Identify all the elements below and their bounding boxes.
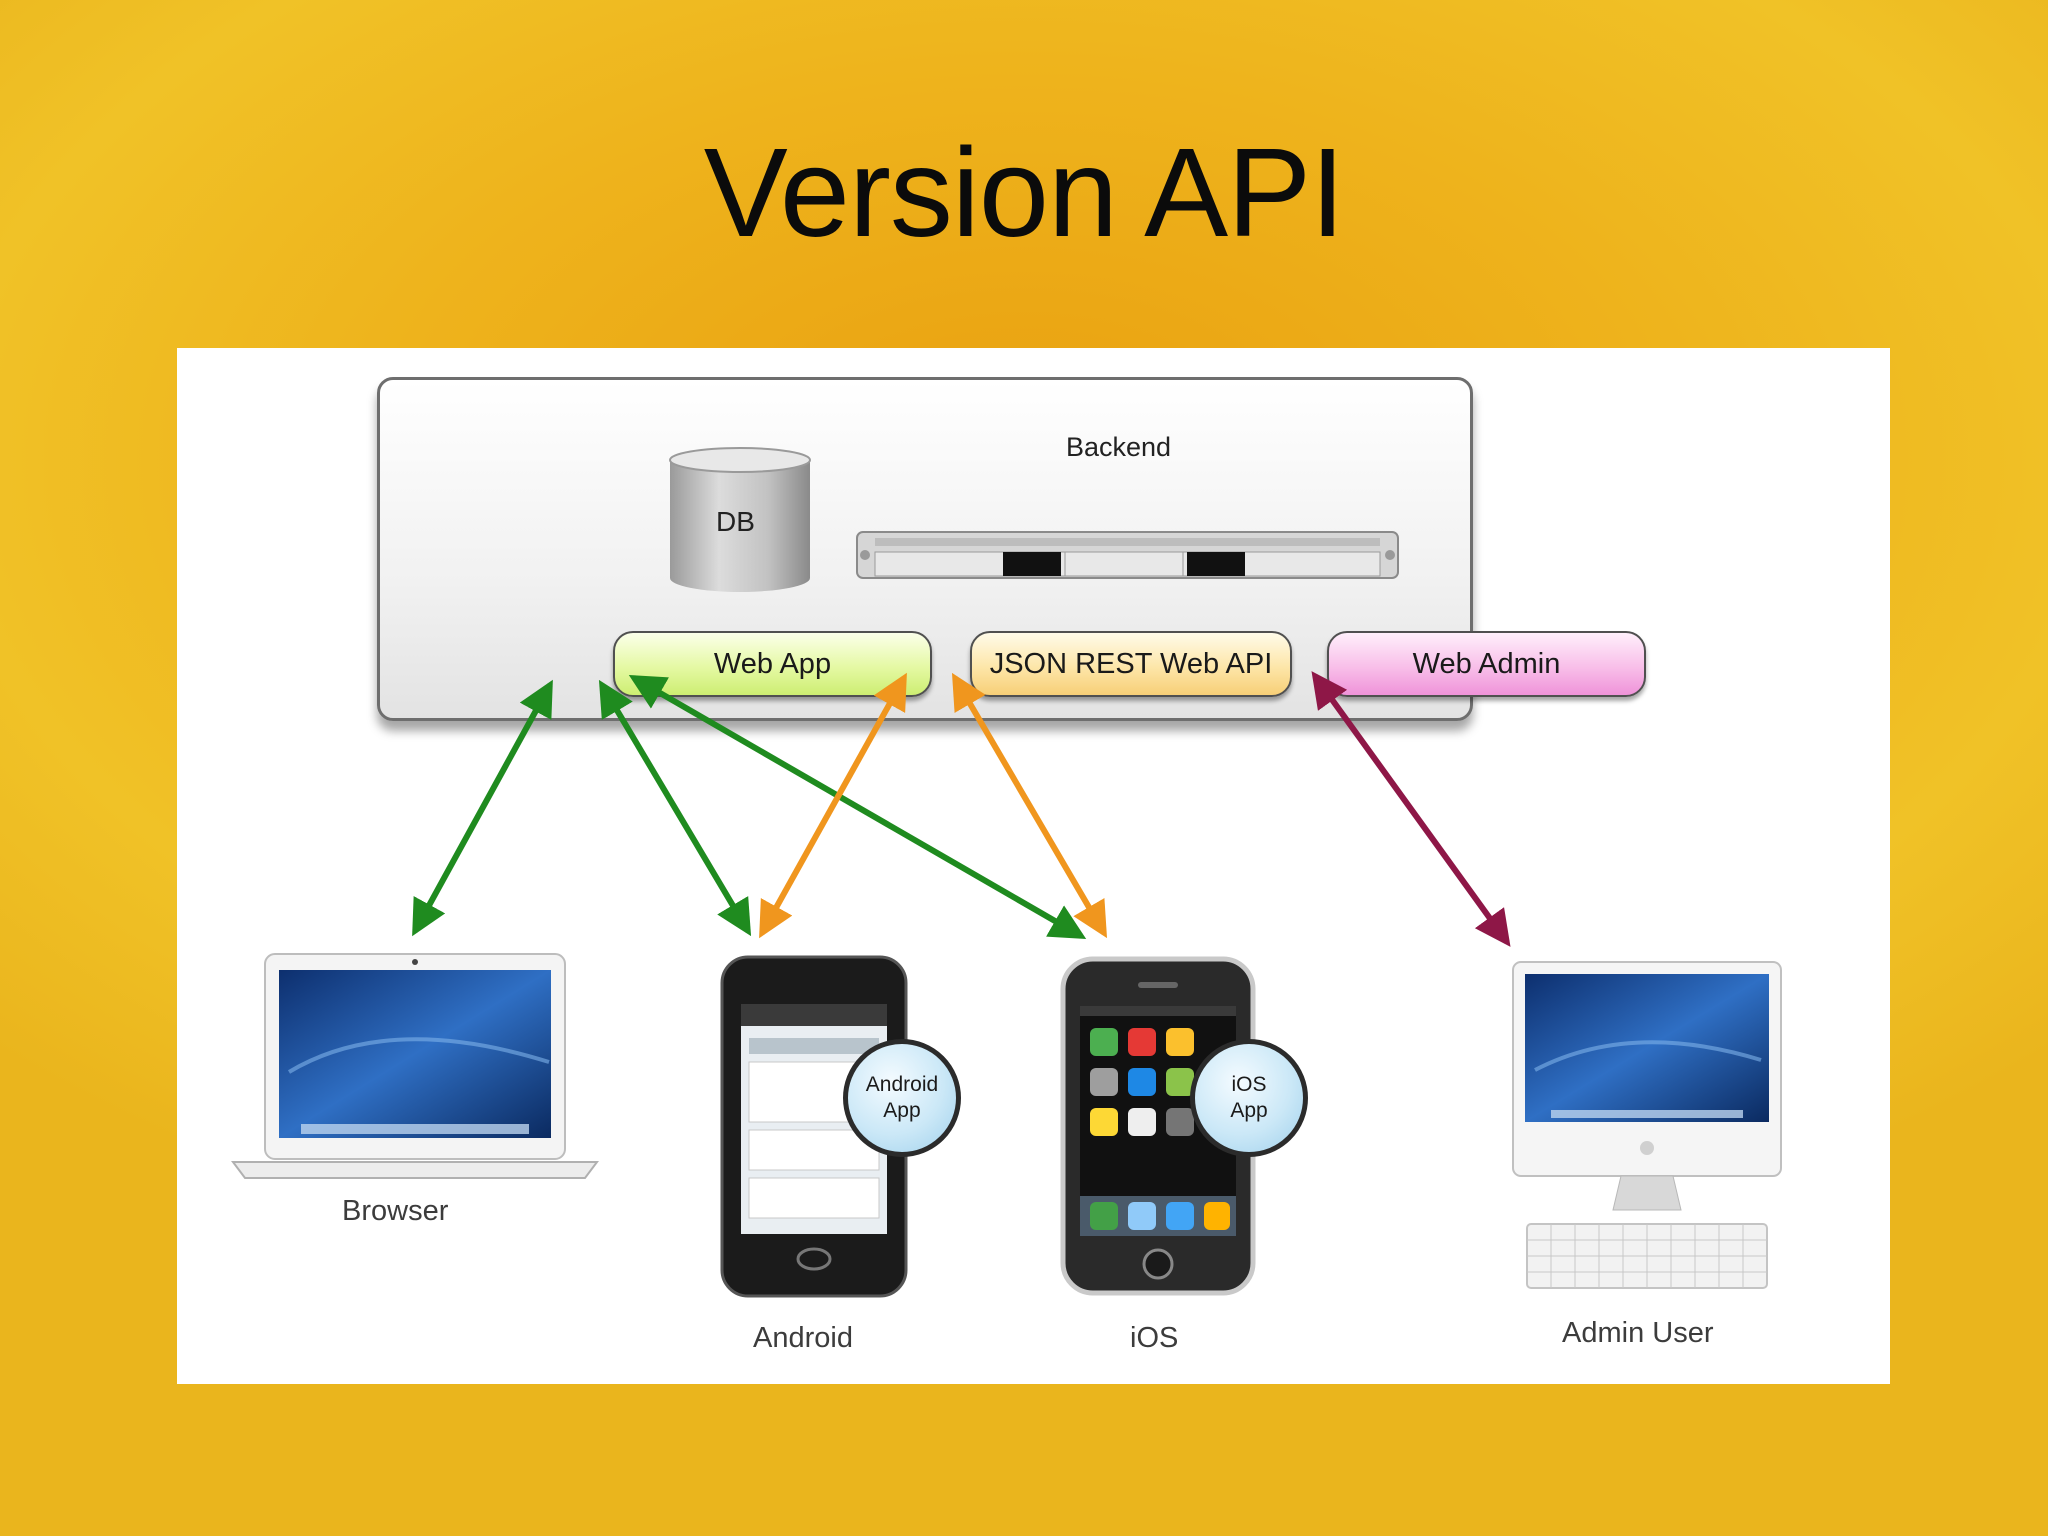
admin-user-label: Admin User bbox=[1562, 1317, 1714, 1349]
connection-arrows bbox=[412, 671, 1511, 947]
laptop-icon bbox=[231, 953, 599, 1179]
database-cylinder-icon bbox=[669, 447, 811, 592]
ios-label: iOS bbox=[1130, 1322, 1179, 1354]
arrow-api-android bbox=[759, 672, 907, 939]
slide-title: Version API bbox=[703, 122, 1345, 263]
arrow-admin-adminuser bbox=[1311, 671, 1511, 947]
arrow-webapp-android bbox=[598, 679, 752, 937]
diagram-panel: Backend DB Web A bbox=[177, 348, 1890, 1384]
app-grid-icons bbox=[1080, 1028, 1236, 1236]
arrow-api-ios bbox=[951, 672, 1108, 939]
browser-label: Browser bbox=[342, 1195, 449, 1227]
db-label: DB bbox=[716, 506, 755, 537]
backend-label: Backend bbox=[1066, 432, 1172, 462]
desktop-computer-icon bbox=[1512, 961, 1782, 1289]
arrow-webapp-ios bbox=[628, 675, 1087, 939]
android-app-badge: Android App bbox=[843, 1039, 961, 1157]
iphone-icon bbox=[1060, 956, 1256, 1296]
arrow-webapp-browser bbox=[412, 679, 553, 937]
android-label: Android bbox=[753, 1322, 853, 1354]
server-rack-icon bbox=[856, 531, 1399, 579]
ios-app-badge: iOS App bbox=[1190, 1039, 1308, 1157]
